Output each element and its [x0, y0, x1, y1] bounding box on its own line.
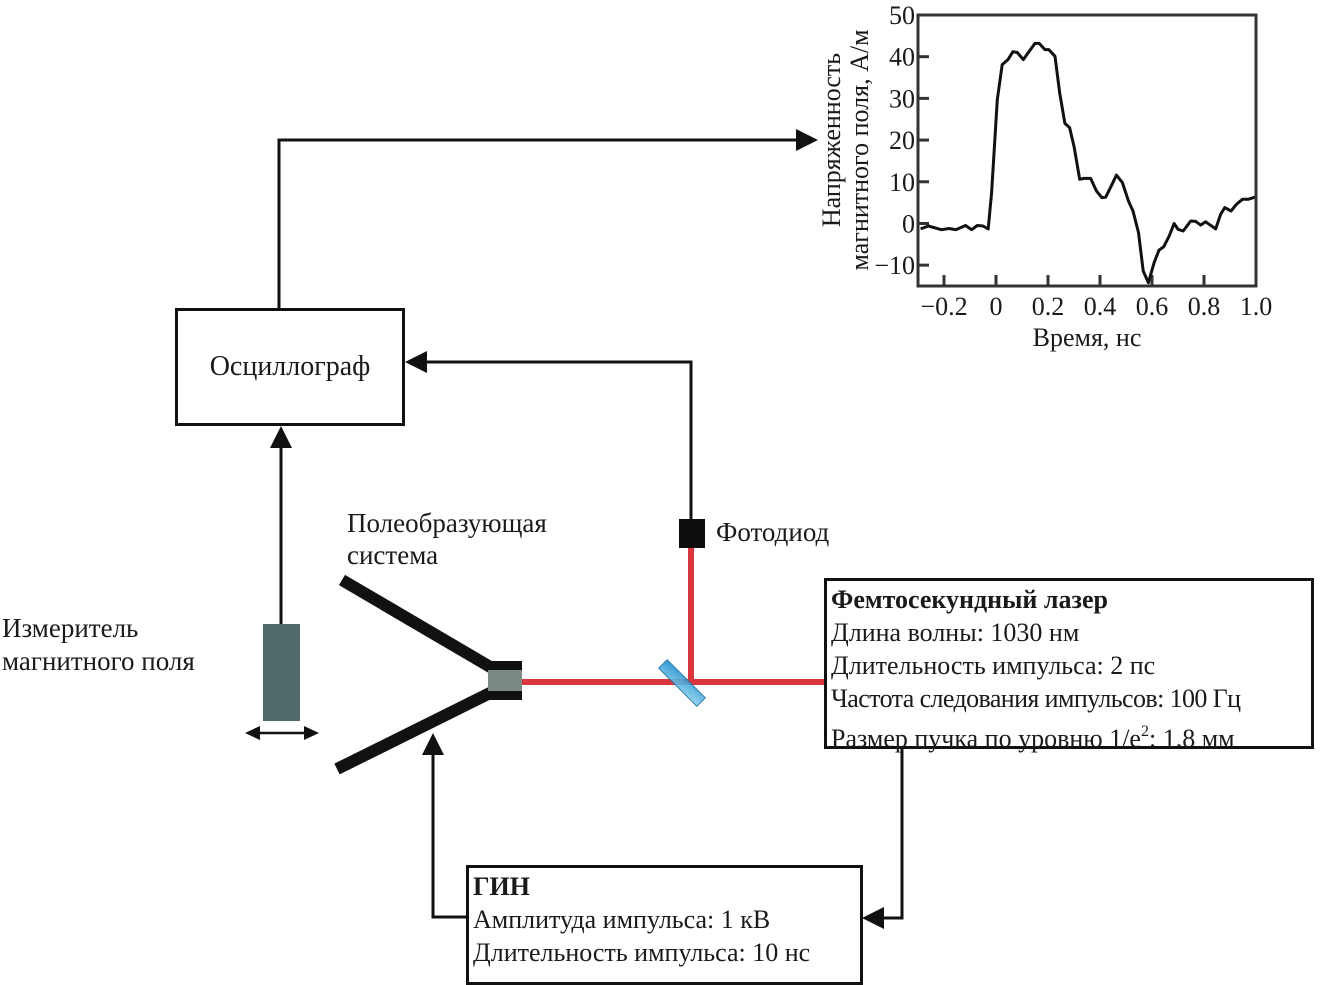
laser-box: Фемтосекундный лазер Длина волны: 1030 н… — [824, 578, 1314, 753]
laser-pulse-duration: Длительность импульса: 2 пс — [831, 651, 1156, 680]
beam-size-prefix: Размер пучка по уровню 1/e — [831, 724, 1141, 753]
laser-repetition-rate: Частота следования импульсов: 100 Гц — [831, 684, 1241, 713]
magnetic-field-chart: −0.2 0 0.2 0.4 0.6 0.8 1.0 −10 0 10 20 30 40 50 Врем… — [817, 1, 1272, 352]
x-tick-label: −0.2 — [920, 292, 967, 321]
beam-splitter — [657, 658, 707, 708]
electrode-gap — [488, 670, 522, 691]
y-tick-label: −10 — [874, 251, 915, 280]
chart-y-tick-labels: −10 0 10 20 30 40 50 — [874, 1, 915, 280]
generator-pulse-duration: Длительность импульса: 10 нс — [473, 938, 811, 967]
chart-frame — [916, 13, 1258, 288]
generator-to-electrodes-connector — [431, 753, 468, 919]
y-tick-label: 0 — [902, 209, 915, 238]
y-tick-label: 20 — [889, 126, 915, 155]
field-system-label-line2: система — [347, 540, 439, 570]
magnetic-field-probe — [263, 624, 300, 721]
generator-title: ГИН — [473, 872, 530, 901]
arrow-left-icon — [405, 351, 427, 373]
generator-box: ГИН Амплитуда импульса: 1 кВ Длительност… — [466, 865, 863, 985]
chart-series-line — [920, 41, 1257, 285]
electrode-upper — [338, 574, 496, 674]
arrow-left-icon — [862, 907, 884, 929]
beam-size-suffix: : 1.8 мм — [1148, 724, 1235, 753]
probe-label-line2: магнитного поля — [2, 646, 195, 676]
x-tick-label: 1.0 — [1240, 292, 1273, 321]
arrow-left-icon — [245, 726, 260, 740]
y-tick-label: 40 — [889, 43, 915, 72]
chart-ticks — [918, 55, 1258, 286]
oscilloscope-to-chart-connector — [277, 138, 796, 308]
y-tick-label: 50 — [889, 1, 915, 30]
laser-wavelength: Длина волны: 1030 нм — [831, 618, 1080, 647]
x-tick-label: 0.8 — [1188, 292, 1221, 321]
chart-x-tick-labels: −0.2 0 0.2 0.4 0.6 0.8 1.0 — [920, 292, 1272, 321]
x-tick-label: 0.2 — [1032, 292, 1065, 321]
arrow-right-icon — [304, 726, 319, 740]
probe-label-line1: Измеритель — [2, 613, 139, 643]
field-system-label-line1: Полеобразующая — [347, 508, 547, 538]
arrow-right-icon — [796, 129, 818, 151]
y-tick-label: 30 — [889, 84, 915, 113]
x-tick-label: 0 — [990, 292, 1003, 321]
photodiode — [679, 519, 705, 548]
laser-beam-size: Размер пучка по уровню 1/e2: 1.8 мм — [831, 715, 1307, 755]
beam-size-sup: 2 — [1140, 723, 1149, 740]
arrow-up-icon — [422, 733, 444, 755]
oscilloscope-box: Осциллограф — [175, 308, 405, 426]
chart-y-axis-title-line2: магнитного поля, А/м — [845, 29, 874, 270]
x-tick-label: 0.6 — [1136, 292, 1169, 321]
arrow-up-icon — [270, 426, 292, 448]
y-tick-label: 10 — [889, 168, 915, 197]
laser-to-generator-connector — [884, 748, 904, 920]
electrode-lower — [334, 686, 495, 775]
generator-amplitude: Амплитуда импульса: 1 кВ — [473, 905, 771, 934]
x-tick-label: 0.4 — [1084, 292, 1117, 321]
chart-y-axis-title-line1: Напряженность — [817, 53, 846, 227]
oscilloscope-label: Осциллограф — [209, 351, 371, 382]
chart-x-axis-title: Время, нс — [1033, 323, 1142, 352]
photodiode-to-oscilloscope-connector — [427, 360, 693, 519]
laser-title: Фемтосекундный лазер — [831, 585, 1108, 614]
photodiode-label: Фотодиод — [716, 517, 830, 547]
